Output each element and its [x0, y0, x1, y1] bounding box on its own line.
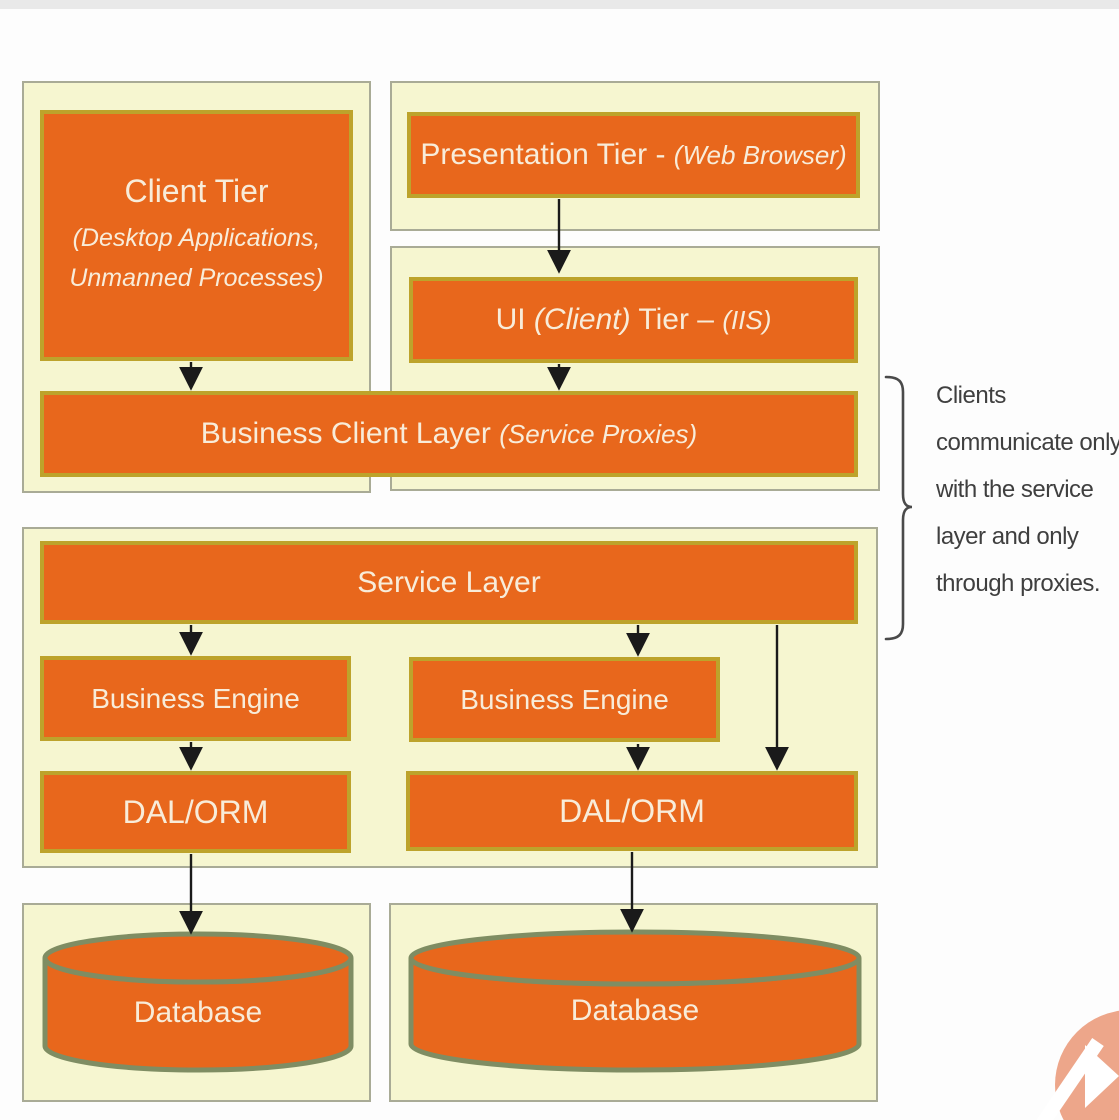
- box-service-layer: Service Layer: [40, 541, 858, 624]
- business-client-layer-label: Business Client Layer (Service Proxies): [201, 417, 697, 451]
- grouping-brace-icon: [884, 375, 913, 641]
- presentation-tier-label: Presentation Tier - (Web Browser): [420, 138, 846, 172]
- ui-tier-label-part1: UI: [495, 303, 534, 336]
- business-engine-left-label: Business Engine: [91, 682, 300, 714]
- box-dal-orm-left: DAL/ORM: [40, 771, 351, 853]
- ui-tier-label: UI (Client) Tier – (IIS): [496, 303, 772, 337]
- dal-orm-left-label: DAL/ORM: [122, 793, 269, 830]
- business-engine-right-label: Business Engine: [460, 683, 669, 715]
- database-right-label: Database: [570, 994, 700, 1027]
- client-tier-subtitle: (Desktop Applications, Unmanned Processe…: [69, 224, 324, 292]
- ui-tier-label-part4: (IIS): [722, 305, 772, 335]
- presentation-tier-label-main: Presentation Tier -: [420, 138, 674, 171]
- box-client-tier: Client Tier (Desktop Applications, Unman…: [40, 110, 353, 361]
- box-dal-orm-right: DAL/ORM: [406, 771, 858, 851]
- top-edge-artifact: [0, 0, 1119, 9]
- service-layer-label: Service Layer: [357, 565, 541, 599]
- box-business-client-layer: Business Client Layer (Service Proxies): [40, 391, 858, 477]
- database-cylinder-right-icon: [408, 929, 862, 1073]
- box-business-engine-left: Business Engine: [40, 656, 351, 741]
- database-cylinder-left-icon: [42, 931, 354, 1073]
- ui-tier-label-part2: (Client): [533, 303, 631, 336]
- play-button-watermark-icon: [1036, 1010, 1119, 1120]
- database-left-label: Database: [133, 996, 263, 1029]
- presentation-tier-label-paren: (Web Browser): [673, 140, 847, 170]
- business-client-layer-label-paren: (Service Proxies): [499, 419, 698, 449]
- annotation-text: Clients communicate only with the servic…: [936, 382, 1119, 597]
- box-ui-tier: UI (Client) Tier – (IIS): [409, 277, 858, 363]
- box-presentation-tier: Presentation Tier - (Web Browser): [407, 112, 860, 198]
- business-client-layer-label-main: Business Client Layer: [200, 417, 500, 450]
- box-business-engine-right: Business Engine: [409, 657, 720, 742]
- dal-orm-right-label: DAL/ORM: [559, 792, 705, 829]
- ui-tier-label-part3: Tier –: [630, 303, 723, 336]
- client-tier-title: Client Tier: [124, 173, 269, 209]
